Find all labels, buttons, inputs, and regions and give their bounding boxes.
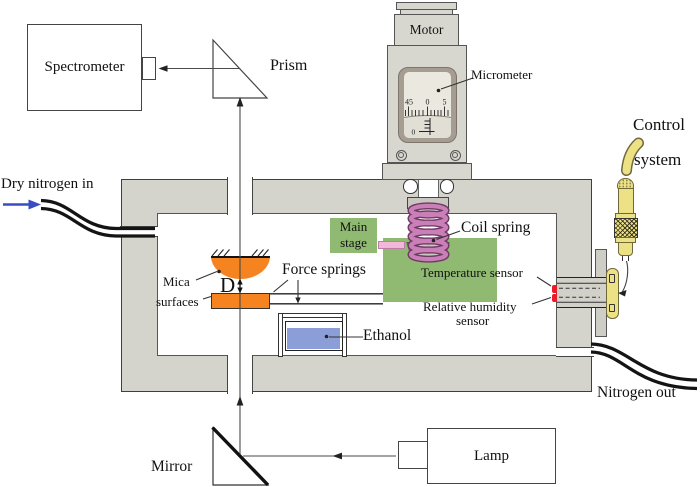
screw-icon-right [449, 149, 461, 161]
label-nitrogen-out: Nitrogen out [597, 384, 676, 401]
motor-label: Motor [409, 21, 444, 37]
optical-slot-top [226, 177, 253, 215]
label-dry-nitrogen-in: Dry nitrogen in [1, 176, 94, 192]
thimble-number-5: 5 [443, 98, 447, 107]
optical-slot-bottom [226, 355, 253, 394]
plug-wire [618, 260, 629, 297]
micrometer-dial: 45 0 5 0 [404, 72, 451, 138]
spectrometer-port [142, 57, 156, 80]
main-stage-label-line2: stage [340, 235, 367, 250]
humidity-sensor-dot [551, 293, 558, 302]
nitrogen-in-arrow-icon [3, 199, 41, 210]
sleeve-zero: 0 [412, 128, 416, 137]
thimble-number-0: 0 [426, 98, 430, 107]
main-stage-label-line1: Main [339, 219, 368, 235]
ethanol-stand-top [278, 313, 347, 318]
spring-clamp-top [407, 197, 449, 209]
tube-slot-right [556, 346, 594, 357]
lamp-port [397, 441, 428, 469]
cable-plug-knurl [613, 218, 638, 238]
drive-shaft-slot [417, 179, 439, 198]
label-control-line1: Control [633, 115, 685, 134]
socket-hole-bottom [608, 303, 616, 312]
mirror-shape [211, 426, 270, 487]
plug-prong-left [621, 256, 624, 261]
tube-slot-left [119, 226, 158, 237]
label-control-line2: system [634, 150, 682, 169]
lamp-label: Lamp [474, 447, 509, 464]
roller-left [403, 179, 418, 194]
ethanol-liquid [287, 328, 340, 349]
spectrometer-label: Spectrometer [44, 59, 125, 75]
screw-icon-left [395, 149, 407, 161]
thimble-ticks [405, 106, 449, 116]
thimble-number-45: 45 [405, 98, 413, 107]
ethanol-stand-leg-left [278, 313, 283, 357]
cable-plug-cap [617, 177, 634, 189]
stage-connector-pink [377, 241, 405, 249]
motor-box: Motor [394, 14, 459, 46]
cable-end [621, 137, 644, 176]
prism-shape [212, 38, 269, 99]
roller-right [439, 179, 454, 194]
cable-plug-shaft [617, 188, 634, 214]
label-micrometer: Micrometer [471, 67, 533, 82]
socket-hole-top [608, 274, 616, 283]
sensor-feedthrough [557, 277, 607, 308]
label-mirror: Mirror [151, 458, 193, 475]
sleeve-scale [419, 118, 435, 135]
ethanol-stand-leg-right [342, 313, 347, 357]
motor-base-plate [382, 163, 472, 180]
temperature-sensor-dot [551, 284, 558, 293]
plug-prong-right [627, 256, 630, 261]
lower-mica-surface [211, 293, 270, 309]
spectrometer-box: Spectrometer [27, 24, 142, 111]
main-stage-box: Main stage [330, 217, 377, 253]
lamp-box: Lamp [427, 428, 556, 484]
cable-plug-tip [618, 242, 633, 256]
label-prism: Prism [270, 57, 308, 74]
nitrogen-out-tubes [590, 342, 698, 391]
